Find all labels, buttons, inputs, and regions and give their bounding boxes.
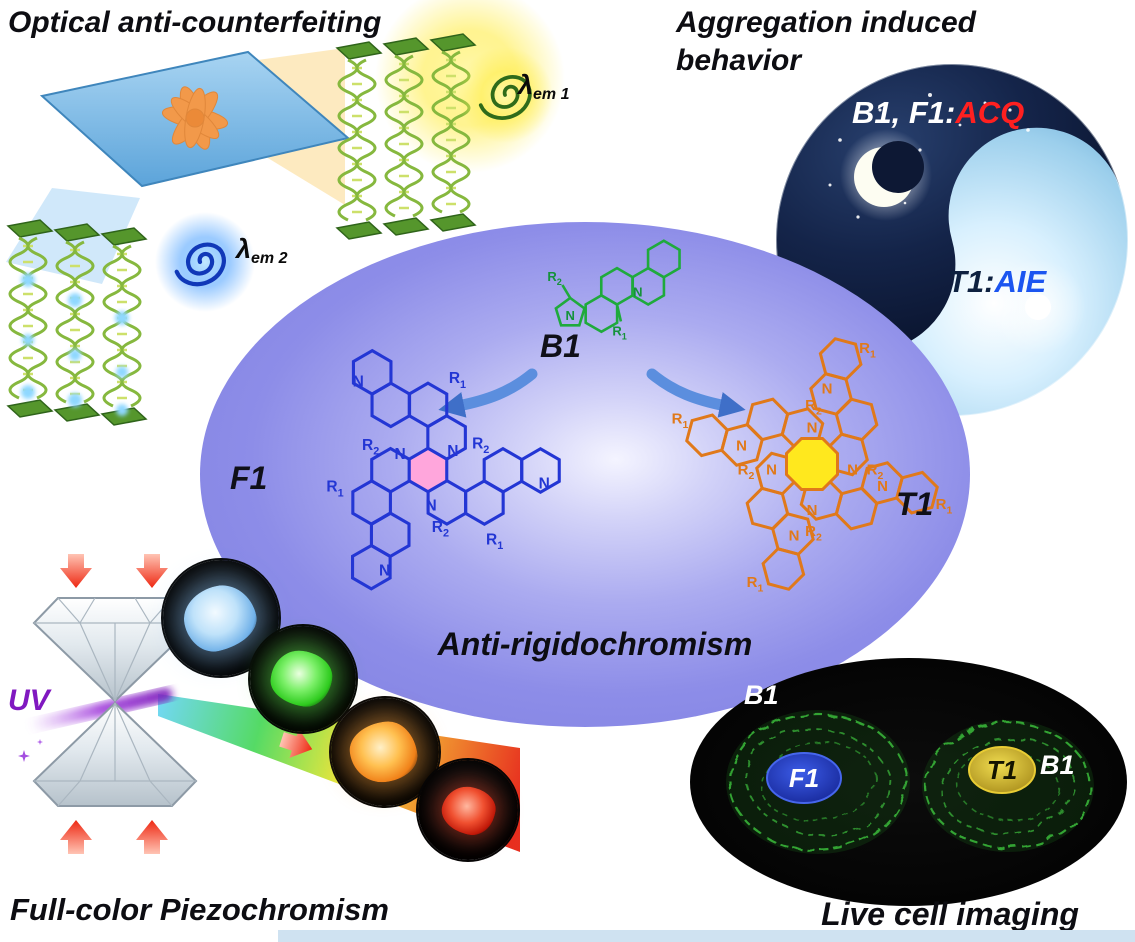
f1-molecule: N N N N N N R2 R2 R2 R1 R1 R1 xyxy=(306,351,569,595)
uv-sparkle xyxy=(37,739,43,745)
t1-n-label: N xyxy=(766,462,777,479)
t1-r1-label: R1 xyxy=(936,496,953,517)
cells-layer xyxy=(726,710,1094,854)
t1-r1-label: R1 xyxy=(859,340,876,361)
piezo-sample-photo-green xyxy=(250,626,356,732)
live-cell-image xyxy=(690,658,1127,906)
pressure-arrow-down xyxy=(60,554,92,588)
arrow-to-t1 xyxy=(646,368,746,418)
green-emission-blob xyxy=(267,647,337,711)
t1-r2-label: R2 xyxy=(867,462,884,483)
pressure-arrow-up xyxy=(60,820,92,854)
f1-n-label: N xyxy=(394,446,405,463)
t1-yellow-core xyxy=(785,437,839,491)
right-cell-b1-label: B1 xyxy=(1040,750,1075,780)
t1-nucleus xyxy=(968,746,1036,794)
aie-prefix: T1: xyxy=(948,264,995,299)
b1-n-label: N xyxy=(566,308,575,323)
optical-anticounterfeiting-illustration xyxy=(6,0,565,427)
t1-n-label: N xyxy=(822,381,833,398)
f1-n-label: N xyxy=(353,373,364,390)
pressure-arrow-up xyxy=(136,820,168,854)
aggregation-title-line2: behavior xyxy=(676,44,802,77)
aie-value: AIE xyxy=(994,264,1047,299)
blue-emission-blob xyxy=(178,578,262,657)
f1-r1-label: R1 xyxy=(486,531,503,552)
t1-n-label: N xyxy=(847,462,858,479)
t1-r2-label: R2 xyxy=(805,397,822,418)
t1-n-label: N xyxy=(807,420,818,437)
t1-n-label: N xyxy=(789,528,800,545)
crescent-moon xyxy=(840,129,932,221)
f1-nucleus xyxy=(766,752,842,804)
anti-rigidochromism-caption: Anti-rigidochromism xyxy=(437,626,753,662)
f1-r2-label: R2 xyxy=(432,519,449,540)
b1-molecule: N N R2 R1 xyxy=(547,239,681,342)
f1-molecule-label: F1 xyxy=(230,460,268,496)
uv-label: UV xyxy=(8,684,50,717)
dna-helix-group-yellow xyxy=(335,0,565,241)
piezo-sample-photo-orange xyxy=(331,698,439,806)
piezochromism-illustration xyxy=(18,554,520,854)
aie-glow-ball xyxy=(990,259,1086,355)
blue-glow-dots xyxy=(21,273,129,416)
acq-label: B1, F1:ACQ xyxy=(852,95,1024,131)
molecules-layer: N N R2 R1 N N N N N N R2 R2 R2 R1 R1 R1 xyxy=(200,239,953,727)
b1-molecule-label: B1 xyxy=(540,328,581,364)
bottom-strip xyxy=(278,930,1135,942)
t1-r1-label: R1 xyxy=(672,411,689,432)
acq-prefix: B1, F1: xyxy=(852,95,956,130)
t1-molecule-label: T1 xyxy=(896,486,934,522)
lambda-em1-label: λem 1 xyxy=(518,70,570,104)
f1-pink-core xyxy=(407,446,449,494)
lambda-symbol: λ xyxy=(518,70,534,100)
lambda-em2-label: λem 2 xyxy=(236,234,288,268)
t1-r1-label: R1 xyxy=(747,574,764,595)
flower-pattern xyxy=(161,86,229,150)
t1-r2-label: R2 xyxy=(805,523,822,544)
t1-n-label: N xyxy=(877,478,888,495)
live-cell-title: Live cell imaging xyxy=(821,896,1079,932)
f1-n-label: N xyxy=(447,443,458,460)
f1-r1-label: R1 xyxy=(326,479,343,500)
t1-n-label: N xyxy=(736,438,747,455)
f1-r2-label: R2 xyxy=(362,437,379,458)
left-cell-membrane xyxy=(728,712,908,852)
orange-emission-blob xyxy=(347,718,421,786)
right-cell-t1-label: T1 xyxy=(986,755,1018,785)
lambda-subscript: em 1 xyxy=(533,86,570,103)
uv-sparkle xyxy=(18,750,30,762)
aie-label: T1:AIE xyxy=(948,264,1046,300)
uv-beam xyxy=(18,687,173,773)
b1-n-label: N xyxy=(633,285,642,300)
b1-r1-label: R1 xyxy=(612,324,626,342)
dna-helix-group-blue xyxy=(6,212,255,427)
arrow-to-f1 xyxy=(438,368,538,418)
lambda-subscript: em 2 xyxy=(251,250,288,267)
f1-n-label: N xyxy=(539,476,550,493)
red-emission-blob xyxy=(437,781,500,840)
stars xyxy=(828,93,1030,219)
lambda-symbol: λ xyxy=(236,234,252,264)
t1-n-label: N xyxy=(807,502,818,519)
piezo-sample-photo-red xyxy=(418,760,518,860)
t1-r2-label: R2 xyxy=(738,462,755,483)
security-plate xyxy=(39,50,351,188)
f1-r1-label: R1 xyxy=(449,370,466,391)
t1-molecule: N N N N N N N N R2 R2 R2 R2 R1 R1 R1 R1 xyxy=(672,331,953,596)
optical-title: Optical anti-counterfeiting xyxy=(8,6,382,39)
f1-n-label: N xyxy=(379,562,390,579)
b1-r2-label: R2 xyxy=(547,269,561,287)
f1-r2-label: R2 xyxy=(472,435,489,456)
left-cell-b1-label: B1 xyxy=(744,680,779,710)
left-cell-f1-label: F1 xyxy=(788,763,820,793)
aggregation-title-line1: Aggregation induced xyxy=(676,6,976,39)
diamond-anvil-bottom xyxy=(32,701,198,807)
f1-n-label: N xyxy=(425,497,436,514)
pressure-arrow-down xyxy=(136,554,168,588)
piezochromism-title: Full-color Piezochromism xyxy=(10,892,389,927)
acq-value: ACQ xyxy=(955,95,1025,130)
